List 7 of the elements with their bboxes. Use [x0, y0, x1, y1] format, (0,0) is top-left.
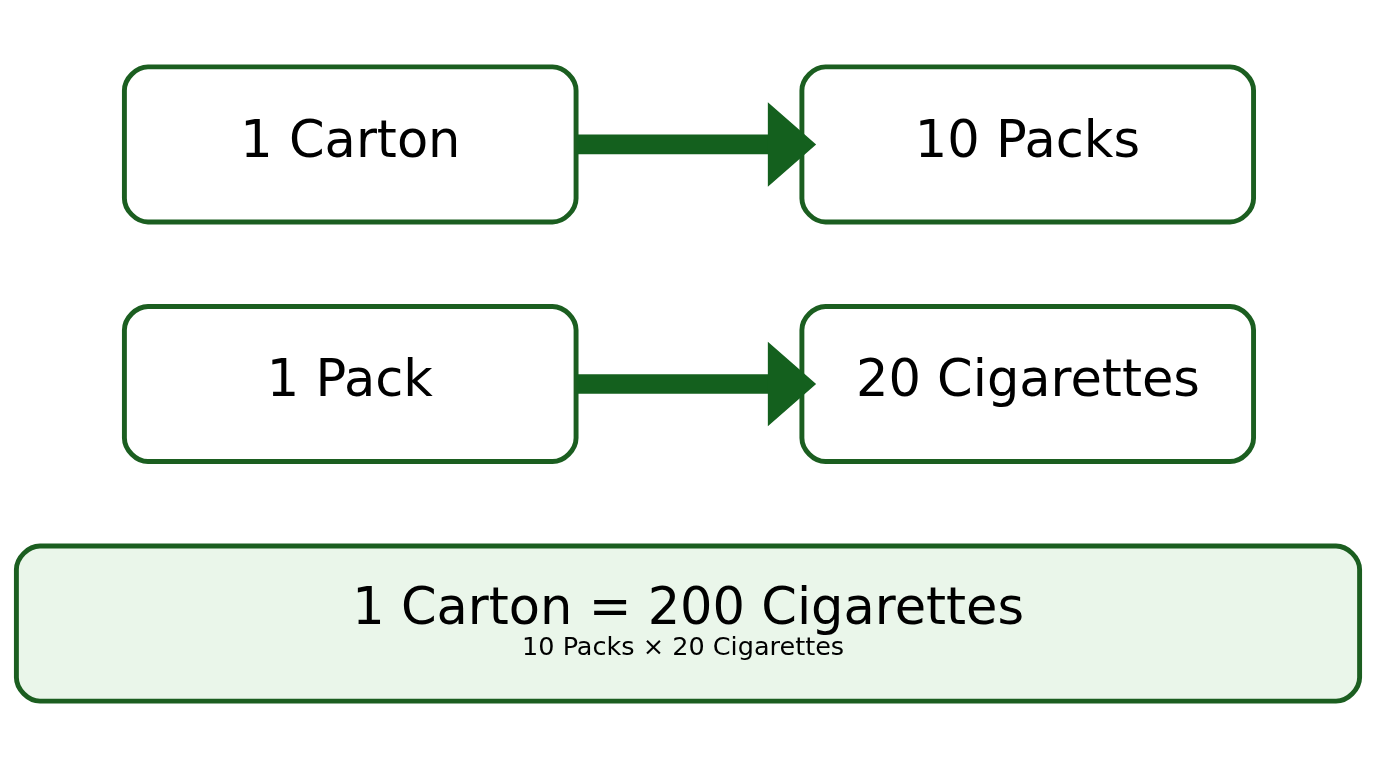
arrow: [576, 102, 817, 187]
node-box: 1 Pack: [121, 303, 579, 465]
node-box: 1 Carton: [121, 64, 579, 225]
node-box: 10 Packs: [799, 64, 1256, 225]
arrow: [576, 341, 817, 427]
node-box: 20 Cigarettes: [799, 303, 1256, 465]
node-box: 1 Carton = 200 Cigarettes 10 Packs × 20 Cigarettes: [13, 543, 1363, 704]
